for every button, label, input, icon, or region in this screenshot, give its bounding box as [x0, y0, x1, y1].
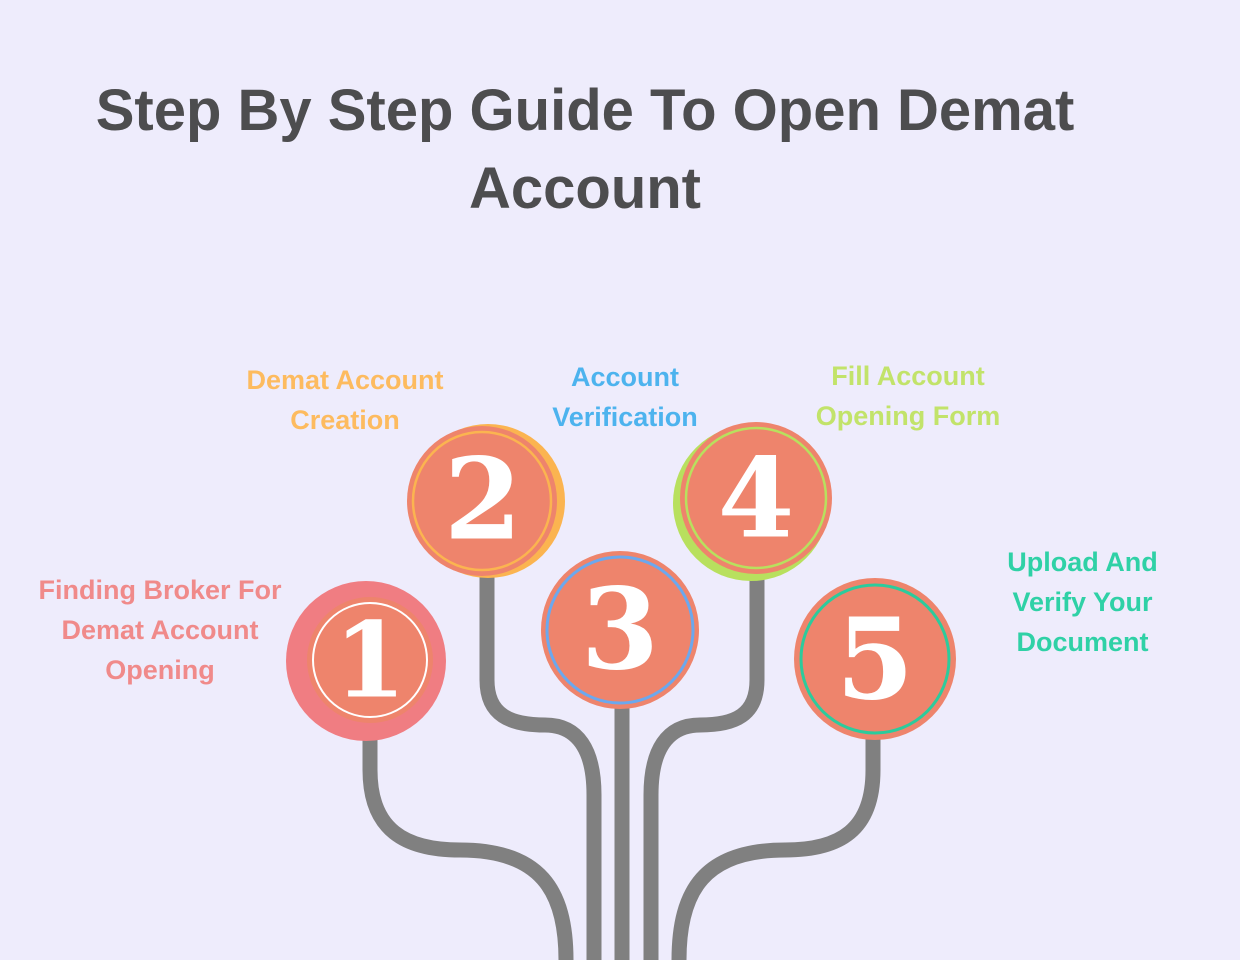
step-4-circle — [680, 422, 832, 574]
stem-1 — [362, 735, 574, 960]
step-3-badge: 3 — [541, 551, 699, 709]
step-4-number: 4 — [718, 434, 795, 563]
step-1-ring — [312, 602, 428, 718]
step-4-badge: 4 — [673, 422, 832, 581]
step-1-label: Finding Broker For Demat Account Opening — [38, 575, 282, 685]
step-3-ring — [545, 555, 695, 705]
step-3-circle — [541, 551, 699, 709]
step-2-label: Demat Account Creation — [246, 365, 444, 435]
stem-2 — [479, 575, 602, 960]
page-title: Step By Step Guide To Open Demat Account — [95, 78, 1075, 221]
stem-4 — [643, 575, 765, 960]
step-5-circle — [794, 578, 956, 740]
step-4-ring — [684, 426, 828, 570]
step-2-ring — [411, 430, 553, 572]
step-2-circle — [407, 426, 557, 576]
step-5-number: 5 — [836, 595, 914, 726]
step-5-label: Upload And Verify Your Document — [1007, 547, 1158, 657]
step-1-badge: 1 — [286, 581, 446, 741]
step-1-number: 1 — [334, 599, 406, 722]
step-5-badge: 5 — [794, 578, 956, 740]
stem-5 — [671, 735, 881, 960]
step-2-badge: 2 — [407, 424, 565, 578]
step-3-label: Account Verification — [552, 362, 698, 432]
step-3-number: 3 — [581, 565, 659, 696]
step-2-number: 2 — [444, 435, 522, 566]
step-1-circle — [307, 597, 433, 723]
step-4-label: Fill Account Opening Form — [815, 361, 1001, 431]
step-5-ring — [799, 583, 951, 735]
